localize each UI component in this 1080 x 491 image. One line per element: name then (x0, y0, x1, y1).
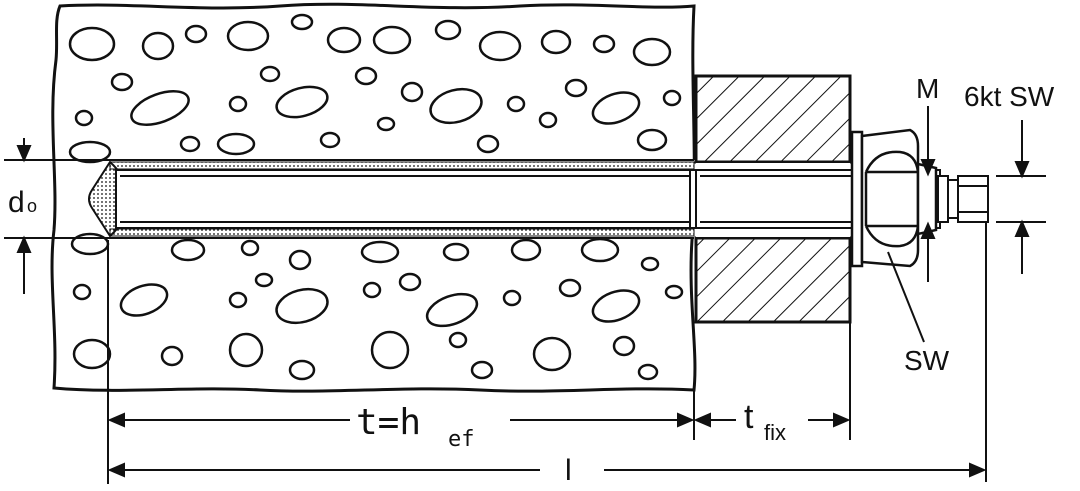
mortar-layer-top (109, 161, 695, 170)
label-t-hef: t=h (356, 402, 421, 443)
m-dimension (920, 106, 936, 282)
label-m: M (916, 73, 939, 104)
label-t-hef-sub: ef (448, 427, 475, 452)
washer (850, 130, 864, 268)
label-hex-sw: 6kt SW (964, 81, 1055, 112)
threaded-rod (115, 169, 941, 229)
label-l: l (565, 454, 572, 487)
hex-nut (860, 128, 938, 268)
do-dimension (4, 138, 108, 294)
label-sw: SW (904, 345, 950, 376)
label-tfix-sub: fix (764, 420, 786, 445)
hex-sw-dimension (996, 120, 1046, 274)
sw-leader-line (887, 251, 925, 343)
fixture-plate-top (694, 74, 852, 164)
rod-end (937, 175, 989, 223)
label-tfix-main: t (744, 398, 754, 436)
embedment-dimension (107, 222, 987, 484)
label-do-sub: o (27, 196, 37, 216)
mortar-layer-bottom (109, 228, 695, 237)
label-do-main: d (8, 186, 25, 219)
fixture-plate-bottom (694, 236, 852, 324)
aggregate-pebbles (68, 13, 684, 381)
